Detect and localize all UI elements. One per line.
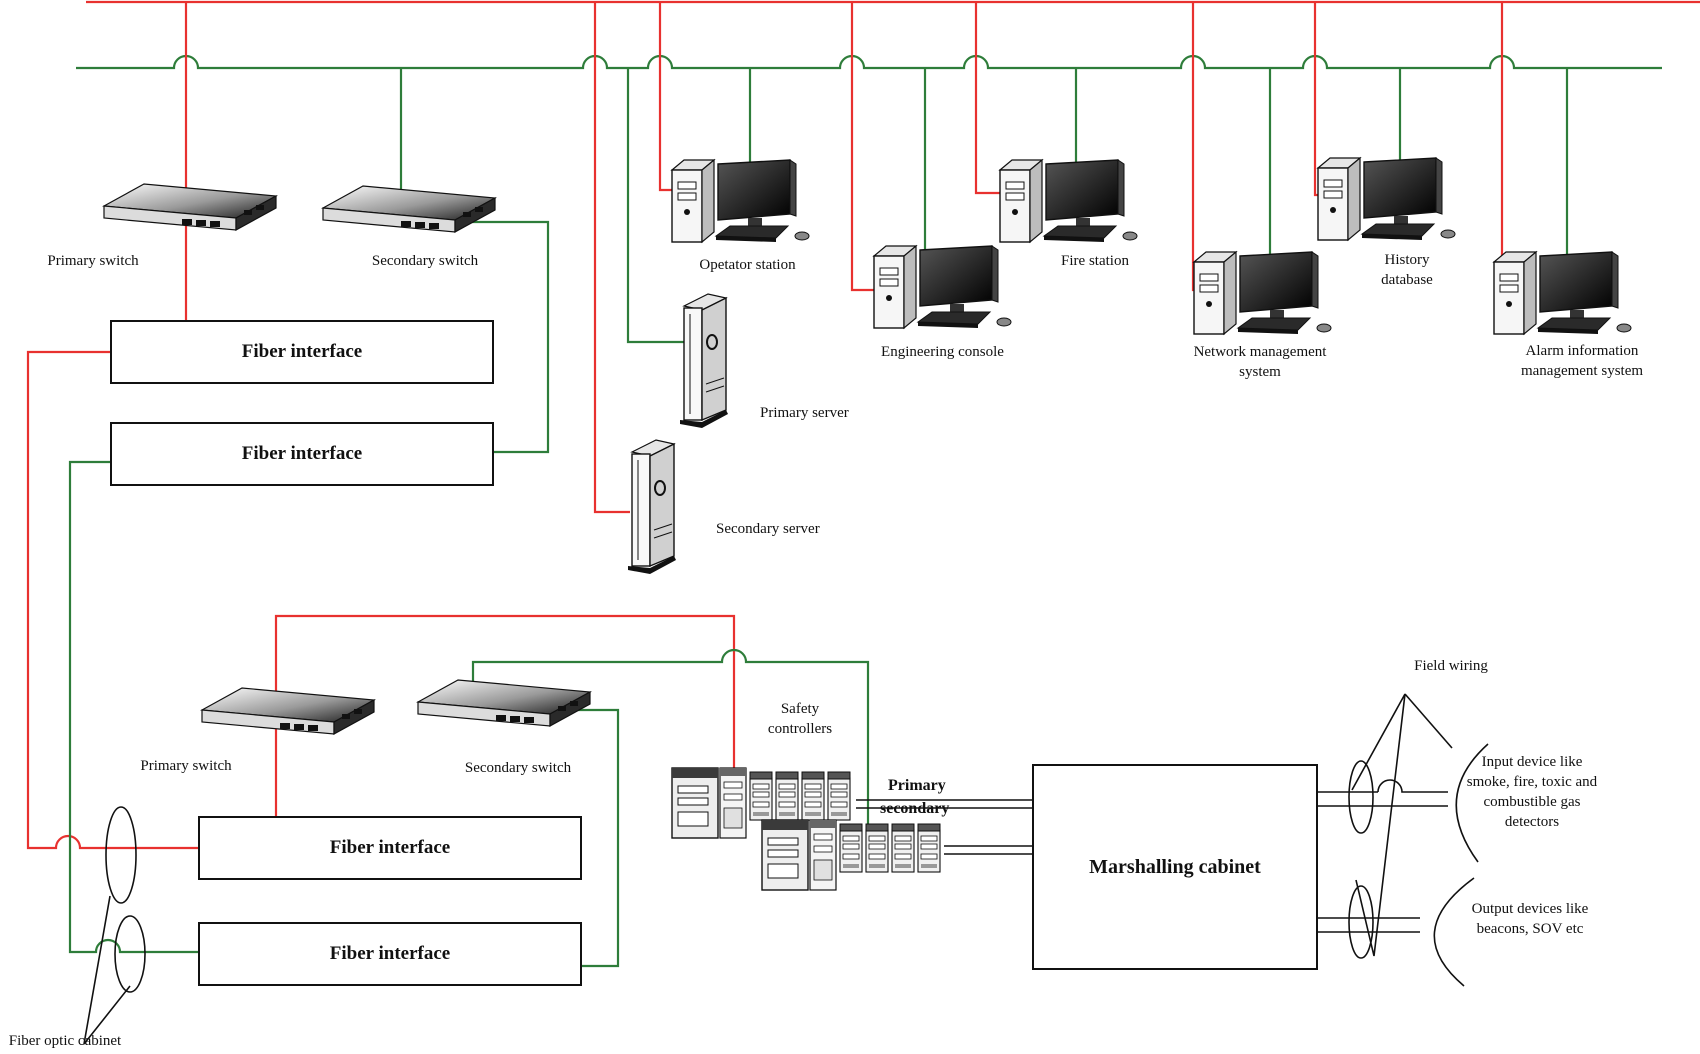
network-management-label: Network management system <box>1193 344 1327 380</box>
secondary-switch-bottom-icon <box>417 679 591 727</box>
safety-controllers-label: Safety controllers <box>767 701 833 737</box>
red-drop-network <box>1191 2 1200 292</box>
engineering-console-label: Engineering console <box>881 344 1004 360</box>
marshalling-cabinet: Marshalling cabinet <box>1032 764 1318 970</box>
primary-switch-bottom-icon <box>201 687 375 735</box>
fiber-interface-label: Fiber interface <box>329 837 451 858</box>
secondary-link-label: secondary <box>880 800 950 817</box>
fiber-interface-bottom-2: Fiber interface <box>198 922 582 986</box>
green-trunk-left <box>68 460 200 954</box>
primary-switch-top-icon <box>103 183 277 231</box>
primary-switch-top-label: Primary switch <box>47 253 139 269</box>
input-devices-label: Input device like smoke, fire, toxic and… <box>1466 754 1598 830</box>
marshalling-cabinet-label: Marshalling cabinet <box>1089 855 1261 878</box>
primary-server-icon <box>679 293 729 429</box>
red-drop-operator <box>658 2 672 192</box>
operator-station-label: Opetator station <box>699 257 796 273</box>
fiber-optic-cabinet-label: Fiber optic cabinet <box>8 1033 122 1049</box>
history-database-label: History database <box>1381 252 1433 288</box>
fiber-interface-bottom-1: Fiber interface <box>198 816 582 880</box>
network-management-icon <box>1193 251 1332 335</box>
primary-server-label: Primary server <box>760 405 849 421</box>
fiber-interface-label: Fiber interface <box>329 943 451 964</box>
green-link-secsw-fiber2 <box>470 220 550 454</box>
green-bottom-loop <box>471 648 870 830</box>
engineering-console-icon <box>873 245 1012 329</box>
history-database-icon <box>1317 157 1456 241</box>
alarm-information-label: Alarm information management system <box>1520 343 1644 379</box>
red-drop-fire <box>974 2 1004 195</box>
red-drop-alarm <box>1500 2 1506 292</box>
field-wiring-label: Field wiring <box>1414 658 1488 674</box>
output-devices-label: Output devices like beacons, SOV etc <box>1471 901 1589 937</box>
green-secsw-fiber4 <box>560 708 620 968</box>
secondary-server-label: Secondary server <box>716 521 820 537</box>
field-wiring-bundle <box>1348 760 1374 834</box>
fiber-interface-top-1: Fiber interface <box>110 320 494 384</box>
secondary-switch-bottom-label: Secondary switch <box>464 760 572 776</box>
fiber-interface-top-2: Fiber interface <box>110 422 494 486</box>
fiber-interface-label: Fiber interface <box>241 443 363 464</box>
safety-controller-rack-secondary-icon <box>762 820 940 890</box>
input-device-arc <box>1455 743 1489 863</box>
primary-switch-bottom-label: Primary switch <box>140 758 232 774</box>
secondary-bus-line <box>76 54 1662 70</box>
secondary-switch-top-label: Secondary switch <box>371 253 479 269</box>
secondary-server-icon <box>627 439 677 575</box>
red-drop-engineering <box>850 2 876 292</box>
fire-station-label: Fire station <box>1061 253 1129 269</box>
red-drop-secondary-server <box>593 2 630 514</box>
alarm-information-icon <box>1493 251 1632 335</box>
secondary-switch-top-icon <box>322 185 496 233</box>
green-drop-primary-server <box>626 68 690 344</box>
operator-station-icon <box>671 159 810 243</box>
output-device-arc <box>1433 877 1475 987</box>
primary-link-label: Primary <box>888 777 946 794</box>
fiber-interface-label: Fiber interface <box>241 341 363 362</box>
red-trunk-left <box>26 350 200 850</box>
fiber-optic-bundle <box>105 806 137 904</box>
fire-station-icon <box>999 159 1138 243</box>
